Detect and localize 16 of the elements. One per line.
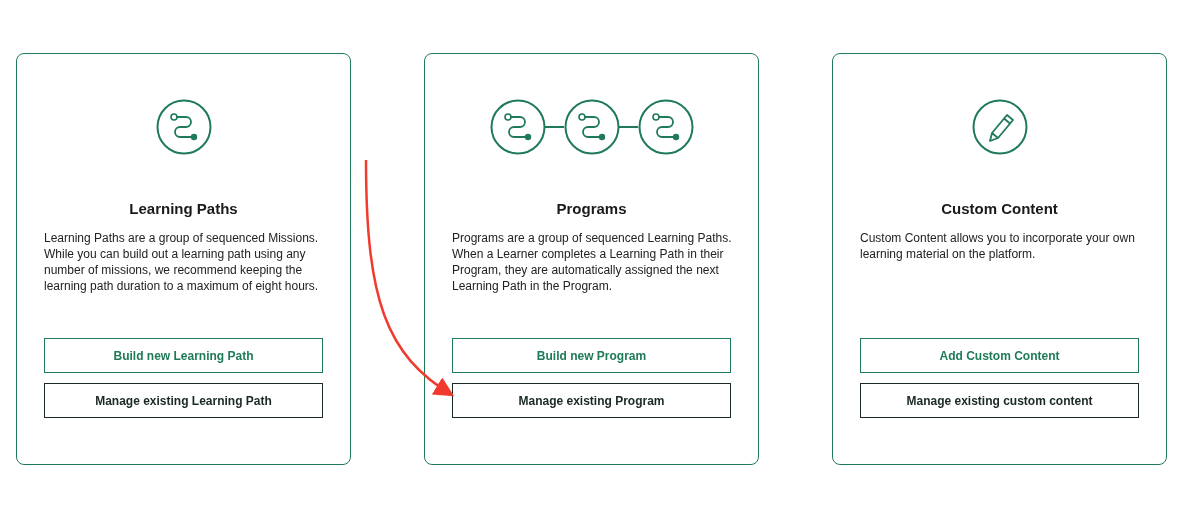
card-heading: Custom Content	[940, 200, 1059, 217]
card-description: Learning Paths are a group of sequenced Missions. While you can build out a learning path using any number of missions, we recommend keeping the learning path duration to a maximum of eight hours.	[44, 230, 320, 294]
card-description: Custom Content allows you to incorporate your own learning material on the platform.	[860, 230, 1136, 262]
arrow	[364, 160, 455, 397]
card	[16, 53, 351, 465]
card-description: Programs are a group of sequenced Learning Paths. When a Learner completes a Learning Path in their Program, they are automatically assigned the next Learning Path in the Program.	[452, 230, 733, 294]
button: Manage existing Learning Path	[44, 383, 323, 418]
button: Manage existing Program	[452, 383, 731, 418]
button: Manage existing custom content	[860, 383, 1139, 418]
card-heading: Learning Paths	[128, 200, 239, 217]
card-heading: Programs	[555, 200, 628, 217]
button: Build new Learning Path	[44, 338, 323, 373]
card	[424, 53, 759, 465]
button: Build new Program	[452, 338, 731, 373]
button: Add Custom Content	[860, 338, 1139, 373]
card	[832, 53, 1167, 465]
